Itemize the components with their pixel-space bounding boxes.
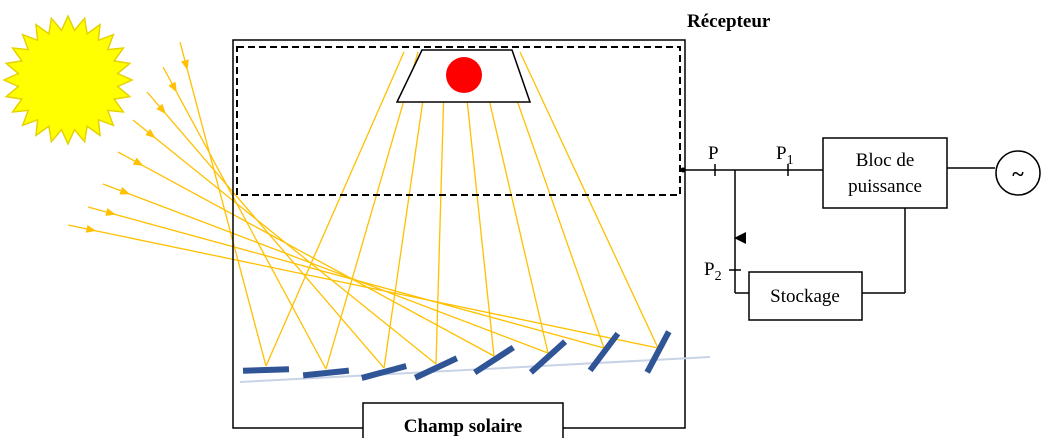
- receiver-label: Récepteur: [687, 11, 771, 32]
- sun-ray-4: [155, 138, 436, 364]
- power-block-box: [823, 138, 947, 208]
- heliostat-5: [473, 345, 515, 375]
- sun-icon: [4, 16, 132, 144]
- point-p2-label: P2: [704, 259, 722, 284]
- power-block-label-line2: puissance: [848, 176, 922, 197]
- reflected-ray-1: [266, 52, 404, 366]
- sun-ray-2: [176, 92, 326, 369]
- ac-generator-icon: ~: [996, 151, 1040, 195]
- heliostat-7: [588, 332, 620, 372]
- svg-text:~: ~: [1012, 161, 1024, 186]
- point-p-label: P: [708, 143, 719, 164]
- sun-ray-arrow-7: [88, 207, 115, 214]
- sun-ray-arrow-6: [103, 184, 129, 194]
- storage-label: Stockage: [770, 286, 840, 307]
- sun-ray-arrow-8: [68, 225, 95, 231]
- sun-ray-arrow-3: [147, 92, 165, 113]
- sun-ray-3: [165, 113, 384, 368]
- heliostat-8: [645, 330, 672, 373]
- power-block-label-line1: Bloc de: [856, 150, 915, 171]
- heliostat-6: [529, 339, 567, 374]
- sun-ray-8: [95, 231, 658, 348]
- heliostat-1: [243, 366, 289, 374]
- incoming-sun-rays: [68, 42, 658, 369]
- sun-ray-arrow-5: [118, 152, 143, 165]
- solar-field-label: Champ solaire: [404, 416, 522, 437]
- sun-ray-arrow-1: [180, 42, 187, 69]
- receiver-absorber: [446, 57, 482, 93]
- sun-ray-arrow-2: [163, 67, 176, 92]
- sun-ray-arrow-4: [133, 120, 155, 138]
- point-p1-label: P1: [776, 143, 794, 168]
